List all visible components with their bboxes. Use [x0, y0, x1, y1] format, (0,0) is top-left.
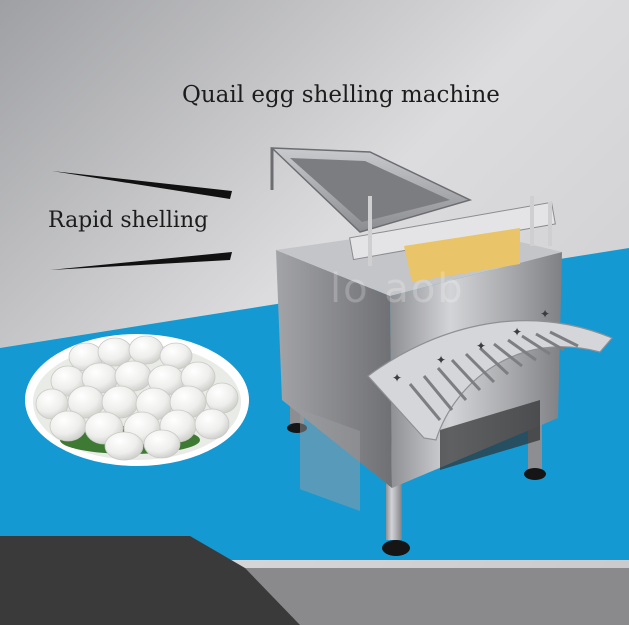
shelling-machine: ✦ ✦ ✦ ✦ ✦ [270, 147, 613, 556]
peeled-eggs [35, 335, 239, 461]
floor-light [245, 568, 629, 625]
watermark: lo aob [330, 266, 465, 312]
side-rod [548, 202, 552, 246]
machine-foot [524, 468, 546, 480]
svg-text:✦: ✦ [476, 339, 486, 353]
speed-line-bottom [50, 252, 232, 270]
image-subtitle: Rapid shelling [48, 208, 209, 233]
output-chute [367, 320, 613, 441]
chute-star-holes: ✦ ✦ ✦ ✦ ✦ [392, 307, 550, 385]
cabinet-opening [440, 400, 540, 470]
speed-line-top [52, 171, 232, 199]
svg-text:✦: ✦ [436, 353, 446, 367]
svg-text:✦: ✦ [392, 371, 402, 385]
side-rod [530, 196, 534, 246]
image-title: Quail egg shelling machine [182, 82, 500, 108]
svg-text:✦: ✦ [540, 307, 550, 321]
chute-slots [408, 330, 579, 421]
hopper-inner [290, 158, 450, 222]
machine-foot [382, 540, 410, 556]
cabinet-panel [300, 409, 360, 512]
side-rod [368, 196, 372, 266]
roller-bed [404, 228, 520, 282]
svg-text:✦: ✦ [512, 325, 522, 339]
cabinet-left-side [276, 250, 392, 488]
